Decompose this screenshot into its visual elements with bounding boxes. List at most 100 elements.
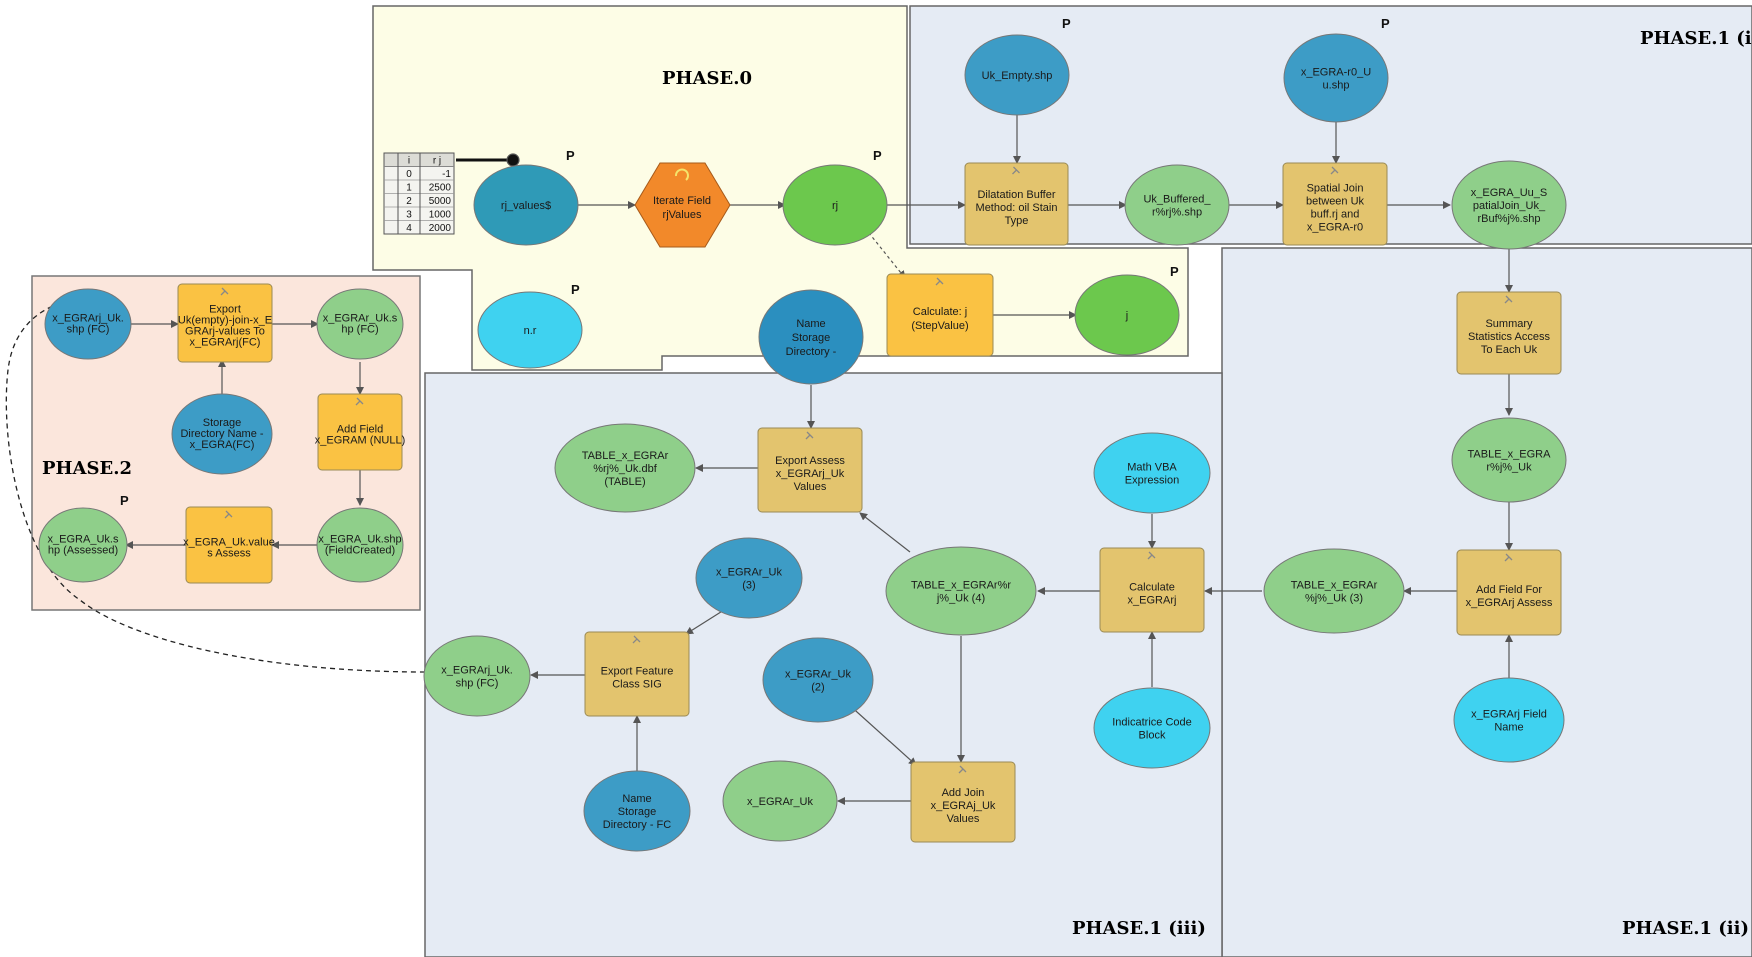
uk_buffered-label-0: Uk_Buffered_ xyxy=(1143,193,1211,205)
table_dbf-label-2: (TABLE) xyxy=(604,476,645,488)
export_assess-label-2: Values xyxy=(794,481,827,493)
node-p2-field-created[interactable]: x_EGRA_Uk.shp(FieldCreated) xyxy=(316,507,404,583)
phase1-i-label: PHASE.1 (i) xyxy=(1640,28,1752,49)
spatial_join-label-0: Spatial Join xyxy=(1307,182,1364,194)
math_vba-label-1: Expression xyxy=(1125,474,1179,486)
phase0-label: PHASE.0 xyxy=(662,68,752,89)
node-table-uk3[interactable]: TABLE_x_EGRAr%j%_Uk (3) xyxy=(1263,548,1405,634)
calc_egrarj-label-1: x_EGRArj xyxy=(1128,594,1177,606)
table_egra_rj-label-0: TABLE_x_EGRA xyxy=(1468,448,1552,460)
code_block-label-0: Indicatrice Code xyxy=(1112,716,1192,728)
node-j[interactable]: j xyxy=(1074,274,1180,356)
p2_fieldcreated-label-1: (FieldCreated) xyxy=(325,545,395,557)
egra_r0-label-1: u.shp xyxy=(1323,79,1350,91)
tool-icon xyxy=(935,277,944,286)
parameter-marker-0: P xyxy=(566,148,575,163)
node-nr[interactable]: n.r xyxy=(477,291,583,369)
j-label-0: j xyxy=(1125,310,1128,322)
node-egrar-uk3[interactable]: x_EGRAr_Uk(3) xyxy=(695,537,803,619)
parameter-marker-4: P xyxy=(1170,264,1179,279)
p2_export-label-1: Uk(empty)-join-x_E xyxy=(178,315,272,327)
tool-icon xyxy=(958,765,967,774)
node-uk-empty[interactable]: Uk_Empty.shp xyxy=(964,34,1070,116)
node-rj[interactable]: rj xyxy=(782,164,888,246)
table-cell-i: 3 xyxy=(406,210,412,221)
p2_export-label-0: Export xyxy=(209,304,241,316)
p2_storage-label-0: Storage xyxy=(203,417,242,429)
node-p2-egrar-uk[interactable]: x_EGRAr_Uk.shp (FC) xyxy=(316,288,404,360)
parameter-marker-1: P xyxy=(873,148,882,163)
table-header-i: i xyxy=(408,156,410,167)
table_dbf-label-0: TABLE_x_EGRAr xyxy=(582,450,669,462)
node-p2-assessed[interactable]: x_EGRA_Uk.shp (Assessed) xyxy=(38,507,128,583)
table_uk4-label-1: j%_Uk (4) xyxy=(936,592,985,604)
node-p2-assess[interactable]: x_EGRA_Uk.values Assess xyxy=(183,506,275,584)
egrar_uk2-label-0: x_EGRAr_Uk xyxy=(785,668,852,680)
edge-egrar2-addjoin xyxy=(846,702,917,766)
p2_addfield-label-0: Add Field xyxy=(337,424,383,436)
calc_j-label-0: Calculate: j xyxy=(913,306,967,318)
p2_addfield-label-1: x_EGRAM (NULL) xyxy=(315,435,405,447)
phase2-label: PHASE.2 xyxy=(42,458,132,479)
rj_values-label-0: rj_values$ xyxy=(501,200,551,212)
table-cell-i: 2 xyxy=(406,196,412,207)
node-egrar-uk2[interactable]: x_EGRAr_Uk(2) xyxy=(762,637,874,723)
nr-label-0: n.r xyxy=(524,325,537,337)
p2_assess-label-0: x_EGRA_Uk.value xyxy=(183,537,275,549)
node-egra-r0[interactable]: x_EGRA-r0_Uu.shp xyxy=(1283,33,1389,123)
node-table-dbf[interactable]: TABLE_x_EGRAr%rj%_Uk.dbf(TABLE) xyxy=(554,423,696,513)
table_uk4-label-0: TABLE_x_EGRAr%r xyxy=(911,579,1011,591)
table_uk3-label-0: TABLE_x_EGRAr xyxy=(1291,579,1378,591)
parameter-marker-3: P xyxy=(1381,16,1390,31)
table-header-rj: r j xyxy=(433,156,441,167)
node-egrar-uk[interactable]: x_EGRAr_Uk xyxy=(722,760,838,842)
egrar_uk2-label-1: (2) xyxy=(811,681,824,693)
table-cell-rj: 1000 xyxy=(429,210,452,221)
egrarj_uk_fc-label-0: x_EGRArj_Uk. xyxy=(441,664,513,676)
summary-label-2: To Each Uk xyxy=(1481,344,1538,356)
node-calculate-j[interactable]: Calculate: j(StepValue) xyxy=(886,273,994,357)
field_name-label-0: x_EGRArj Field xyxy=(1471,708,1547,720)
dilatation-label-1: Method: oil Stain xyxy=(976,202,1058,214)
p2_egrar-label-1: hp (FC) xyxy=(341,324,378,336)
p2_assess-label-1: s Assess xyxy=(207,548,251,560)
summary-label-1: Statistics Access xyxy=(1468,331,1550,343)
add_join-label-1: x_EGRAj_Uk xyxy=(931,800,996,812)
tool-icon xyxy=(1330,166,1339,175)
p2_in-label-1: shp (FC) xyxy=(67,324,110,336)
add_field_assess-label-0: Add Field For xyxy=(1476,584,1542,596)
tool-icon xyxy=(1012,166,1020,175)
node-egrarj-uk-fc[interactable]: x_EGRArj_Uk.shp (FC) xyxy=(423,635,531,717)
egra_uu-label-1: patialJoin_Uk_ xyxy=(1473,200,1546,212)
name_storage_dir-label-2: Directory - xyxy=(786,346,837,358)
tool-icon xyxy=(1147,551,1156,560)
math_vba-label-0: Math VBA xyxy=(1127,461,1177,473)
node-rj-values[interactable]: rj_values$ xyxy=(473,164,579,246)
table-cell-rj: 2500 xyxy=(429,183,452,194)
node-table-egra-rj[interactable]: TABLE_x_EGRAr%j%_Uk xyxy=(1451,417,1567,503)
node-uk-buffered[interactable]: Uk_Buffered_r%rj%.shp xyxy=(1124,164,1230,246)
table-cell-i: 4 xyxy=(406,223,412,234)
node-p2-input-fc[interactable]: x_EGRArj_Uk.shp (FC) xyxy=(44,288,132,360)
iterate-label-0: Iterate Field xyxy=(653,195,711,207)
node-table-uk4[interactable]: TABLE_x_EGRAr%rj%_Uk (4) xyxy=(885,546,1037,636)
